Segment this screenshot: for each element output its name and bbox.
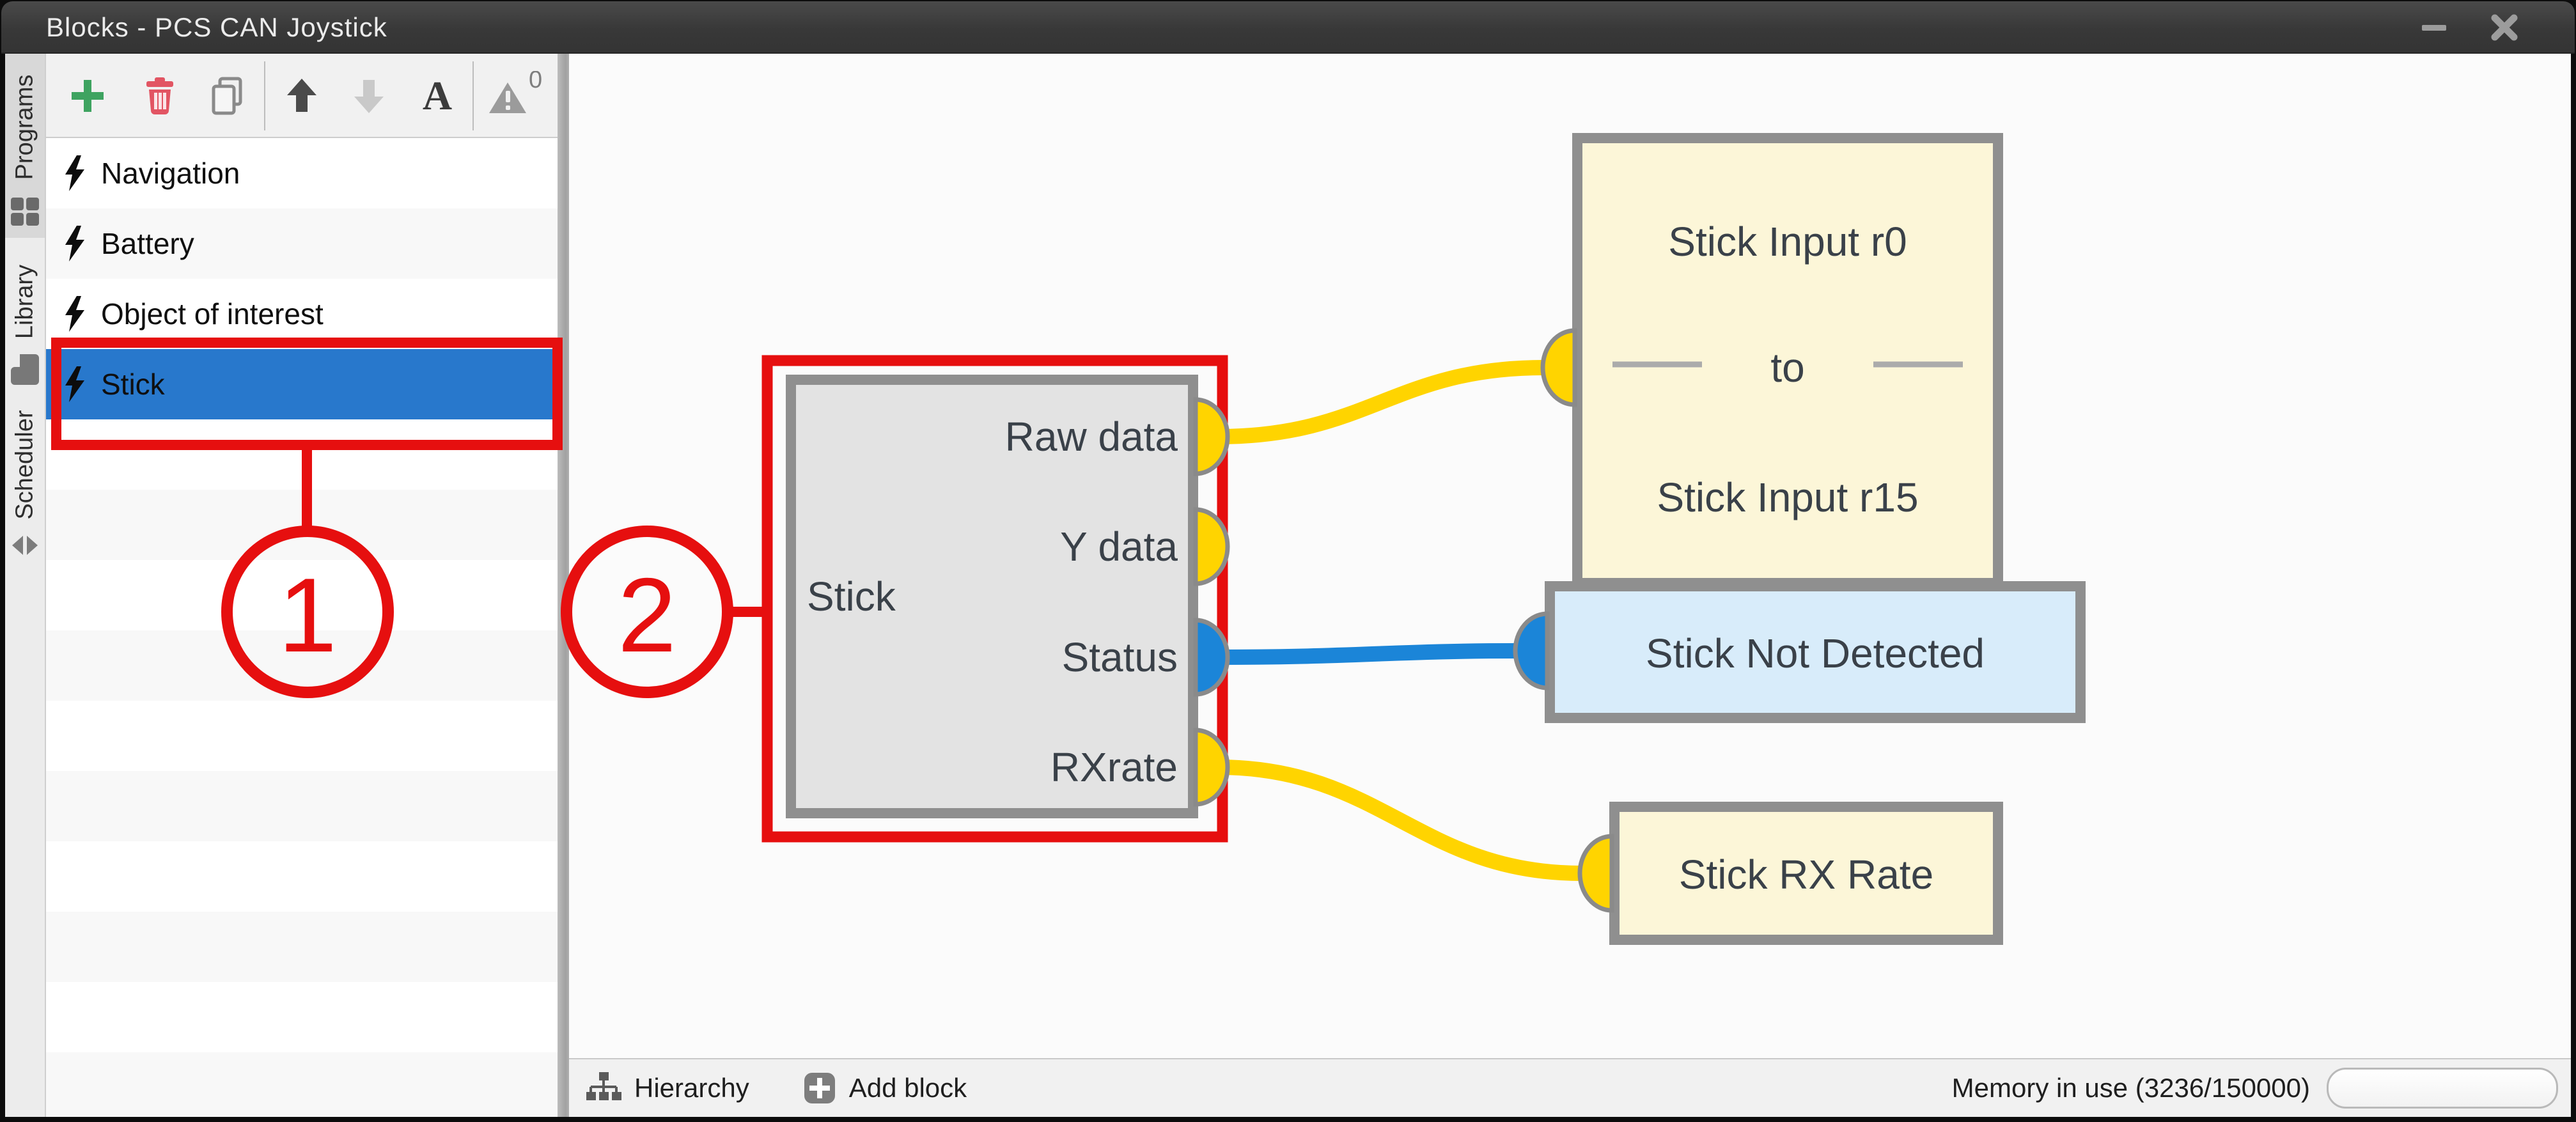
tab-library-label: Library [11, 264, 38, 339]
window-controls [2414, 1, 2525, 54]
lightning-icon [60, 225, 88, 262]
port-range-input[interactable] [1540, 328, 1577, 407]
program-list: Navigation Battery Object of interest St… [46, 138, 558, 1117]
rate-block[interactable]: Stick RX Rate [1609, 802, 2003, 945]
port-label-status: Status [1062, 634, 1178, 680]
lightning-icon [60, 366, 88, 403]
warning-triangle-icon: 0 [489, 71, 542, 113]
port-status[interactable] [1193, 618, 1230, 697]
memory-indicator: Memory in use (3236/150000) [1952, 1068, 2571, 1109]
program-panel: A 0 Navigation [46, 54, 558, 1117]
panel-splitter[interactable] [558, 54, 569, 1117]
lightning-icon [60, 295, 88, 332]
list-item-navigation[interactable]: Navigation [46, 138, 558, 208]
list-item-label: Object of interest [101, 297, 324, 331]
port-rate-input[interactable] [1577, 834, 1614, 913]
program-toolbar: A 0 [46, 54, 558, 138]
rename-program-button[interactable]: A [409, 66, 466, 125]
stick-block[interactable]: Stick Raw data Y data Status RXrate [786, 375, 1198, 818]
add-block-icon [804, 1073, 835, 1103]
sidebar-tabstrip: Programs Library Scheduler [5, 54, 46, 1117]
window-title: Blocks - PCS CAN Joystick [46, 12, 387, 42]
move-up-button[interactable] [273, 66, 331, 125]
tab-programs[interactable]: Programs [5, 54, 45, 238]
list-item-label: Navigation [101, 157, 240, 190]
add-block-label: Add block [848, 1073, 967, 1103]
port-label-rxrate: RXrate [1050, 744, 1178, 790]
grid-icon [11, 198, 39, 226]
toolbar-separator [472, 61, 474, 130]
hierarchy-label: Hierarchy [634, 1073, 749, 1103]
titlebar: Blocks - PCS CAN Joystick [1, 1, 2575, 54]
lightning-icon [60, 155, 88, 192]
port-raw-data[interactable] [1193, 397, 1230, 476]
port-status-input[interactable] [1513, 611, 1550, 690]
close-button[interactable] [2484, 7, 2525, 48]
stick-block-label: Stick [807, 573, 896, 619]
port-label-raw-data: Raw data [1005, 414, 1178, 460]
block-canvas[interactable]: Stick Raw data Y data Status RXrate Stic… [569, 54, 2571, 1058]
duplicate-program-button[interactable] [198, 66, 256, 125]
delete-program-button[interactable] [131, 66, 189, 125]
copy-icon [212, 77, 242, 115]
tab-scheduler-label: Scheduler [11, 410, 38, 520]
list-item-label: Stick [101, 368, 165, 401]
close-icon [2491, 14, 2518, 41]
port-rxrate[interactable] [1193, 728, 1230, 807]
wire-raw-data[interactable] [1210, 360, 1552, 444]
tab-scheduler[interactable]: Scheduler [5, 398, 45, 565]
port-label-y-data: Y data [1060, 524, 1178, 570]
range-block-line3: Stick Input r15 [1657, 474, 1918, 520]
memory-progress-bar [2327, 1068, 2558, 1109]
port-y-data[interactable] [1193, 507, 1230, 586]
arrow-up-icon [287, 79, 316, 112]
rate-block-label: Stick RX Rate [1679, 852, 1933, 898]
list-item-label: Battery [101, 227, 194, 260]
tab-programs-label: Programs [11, 74, 38, 180]
tab-library[interactable]: Library [5, 238, 45, 398]
rename-icon: A [422, 73, 453, 118]
add-icon [72, 80, 104, 112]
move-down-button[interactable] [340, 66, 398, 125]
list-item-stick[interactable]: Stick [46, 349, 558, 419]
book-icon [11, 354, 39, 385]
range-block-line2: to [1770, 345, 1804, 391]
status-block[interactable]: Stick Not Detected [1545, 581, 2086, 723]
stick-block-body[interactable] [786, 375, 1198, 818]
arrow-down-icon [354, 80, 384, 113]
status-block-body[interactable] [1545, 581, 2086, 723]
list-item-object-of-interest[interactable]: Object of interest [46, 279, 558, 349]
range-block-body[interactable] [1572, 133, 2003, 588]
status-block-label: Stick Not Detected [1646, 630, 1985, 676]
minimize-icon [2422, 25, 2446, 31]
hierarchy-button[interactable]: Hierarchy [586, 1070, 749, 1106]
wire-status[interactable] [1210, 643, 1524, 665]
toolbar-separator [264, 61, 265, 130]
add-block-button[interactable]: Add block [803, 1071, 967, 1105]
range-block[interactable]: Stick Input r0 to Stick Input r15 [1572, 133, 2003, 588]
minimize-button[interactable] [2414, 7, 2455, 48]
error-count-button[interactable]: 0 [483, 66, 554, 125]
list-item-battery[interactable]: Battery [46, 208, 558, 279]
add-program-button[interactable] [59, 66, 116, 125]
trash-icon [146, 77, 173, 114]
error-badge: 0 [529, 71, 542, 93]
hierarchy-icon [586, 1072, 621, 1100]
rate-block-body[interactable] [1609, 802, 2003, 945]
range-block-line1: Stick Input r0 [1668, 219, 1907, 265]
wire-rxrate[interactable] [1210, 760, 1589, 881]
statusbar: Hierarchy Add block Memory in use (3236/… [569, 1058, 2571, 1117]
memory-label: Memory in use (3236/150000) [1951, 1073, 2310, 1103]
annotation-box-2 [761, 355, 1228, 843]
swap-arrows-icon [12, 536, 38, 555]
